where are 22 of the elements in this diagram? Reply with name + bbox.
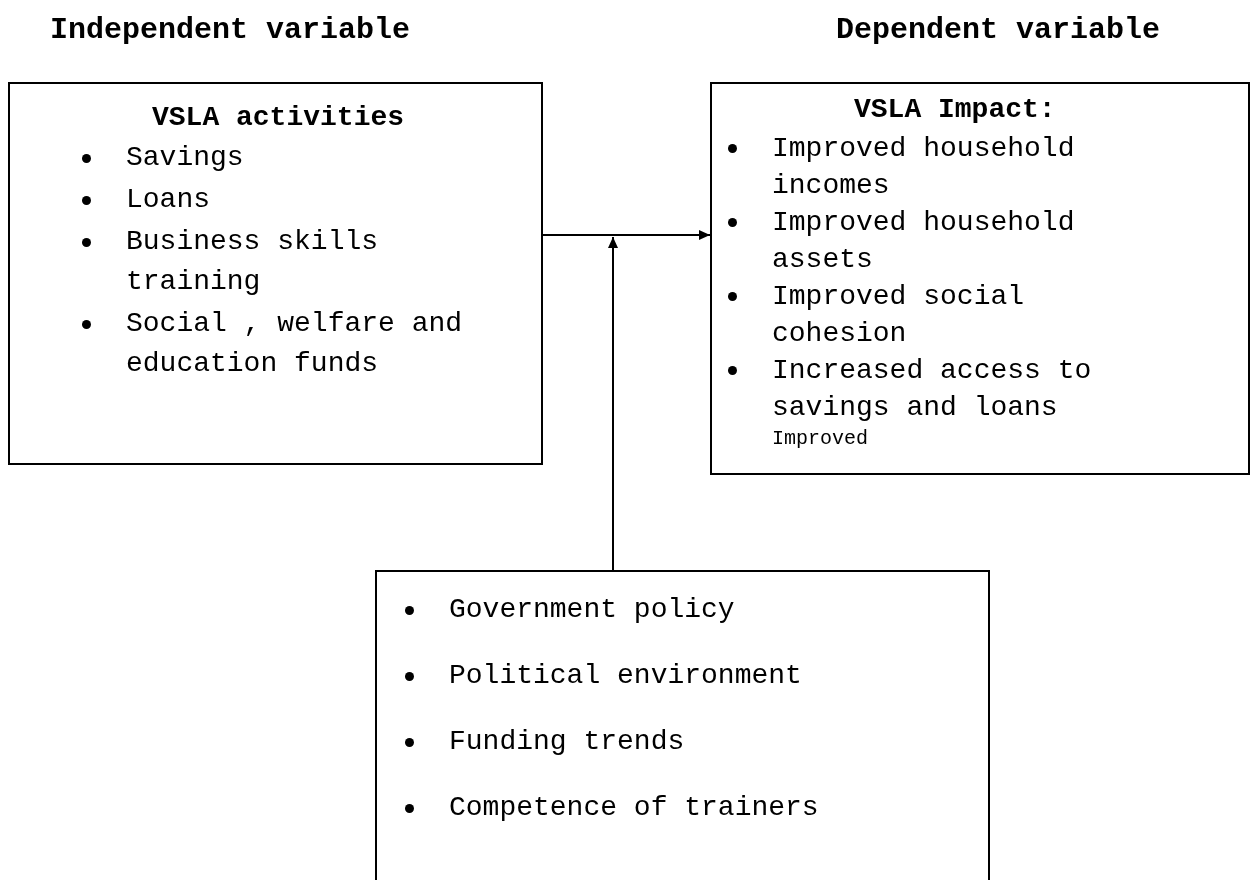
bullet-item: Business skills training xyxy=(126,225,380,299)
text-box xyxy=(8,82,543,465)
bullet-item: Improved household assets xyxy=(772,206,1076,277)
bullet-item: Loans xyxy=(126,183,211,217)
text-box xyxy=(710,82,1250,475)
bullet-item: Improved household incomes xyxy=(772,132,1076,203)
bullet-item: Political environment xyxy=(449,659,803,693)
bullet-item: Funding trends xyxy=(449,725,686,759)
bullet-item: Government policy xyxy=(449,593,736,627)
text-box xyxy=(375,570,990,880)
bullet-item: Social , welfare and education funds xyxy=(126,307,464,381)
axis-heading: Dependent variable xyxy=(836,12,1161,49)
axis-heading: Independent variable xyxy=(50,12,411,49)
arrow xyxy=(608,236,618,571)
box-heading: VSLA Impact: xyxy=(854,93,1057,127)
bullet-item: Increased access to savings and loans xyxy=(772,354,1093,425)
bullet-item: Savings xyxy=(126,141,245,175)
bullet-item: Improved social cohesion xyxy=(772,280,1026,351)
arrow xyxy=(542,230,711,240)
bullet-item: Competence of trainers xyxy=(449,791,820,825)
list-item: Improved xyxy=(771,426,869,452)
box-heading: VSLA activities xyxy=(152,101,406,135)
